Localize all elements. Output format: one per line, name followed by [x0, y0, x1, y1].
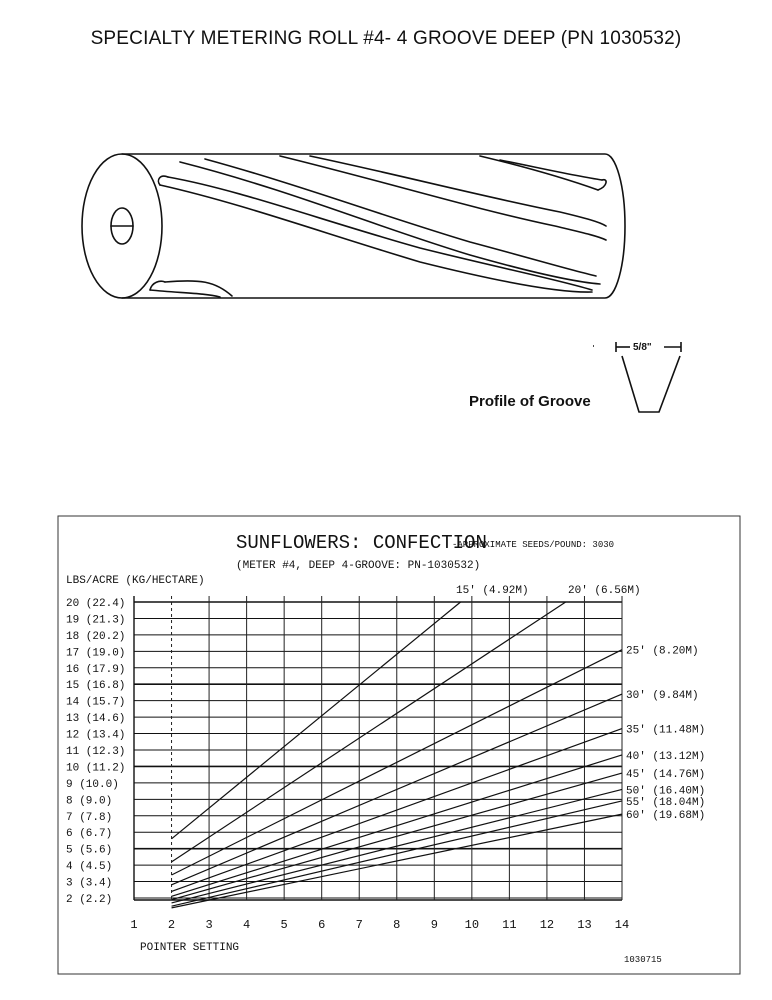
- series-label: 40' (13.12M): [626, 751, 705, 763]
- series-lines: [171, 601, 623, 909]
- x-tick-label: 9: [431, 918, 438, 932]
- roll-end-face: [81, 153, 163, 299]
- series-line: [171, 649, 623, 876]
- y-tick-label: 15 (16.8): [66, 680, 125, 692]
- series-label: 25' (8.20M): [626, 646, 699, 658]
- x-tick-label: 13: [577, 918, 591, 932]
- series-line: [171, 728, 623, 892]
- series-line: [171, 800, 623, 907]
- x-tick-label: 7: [356, 918, 363, 932]
- series-label: 20' (6.56M): [568, 585, 641, 597]
- x-tick-label: 4: [243, 918, 250, 932]
- x-axis-label: POINTER SETTING: [140, 942, 239, 954]
- page-title: SPECIALTY METERING ROLL #4- 4 GROOVE DEE…: [90, 28, 682, 49]
- y-tick-label: 16 (17.9): [66, 664, 125, 676]
- chart-title: SUNFLOWERS: CONFECTION: [236, 532, 487, 554]
- series-line: [171, 693, 623, 886]
- groove-profile-label: Profile of Groove: [469, 393, 591, 410]
- y-tick-label: 4 (4.5): [66, 861, 112, 873]
- series-label: 45' (14.76M): [626, 769, 705, 781]
- y-tick-label: 11 (12.3): [66, 746, 125, 758]
- series-label: 55' (18.04M): [626, 797, 705, 809]
- y-tick-label: 20 (22.4): [66, 598, 125, 610]
- y-tick-label: 7 (7.8): [66, 812, 112, 824]
- x-tick-label: 10: [465, 918, 479, 932]
- groove-2: [204, 158, 597, 277]
- series-labels: 15' (4.92M) 20' (6.56M) 25' (8.20M) 30' (9.…: [456, 585, 705, 822]
- figure-id: 1030715: [624, 955, 662, 965]
- y-tick-label: 10 (11.2): [66, 762, 125, 774]
- chart-subtitle: (METER #4, DEEP 4-GROOVE: PN-1030532): [236, 560, 480, 572]
- series-line: [171, 813, 623, 909]
- y-tick-label: 13 (14.6): [66, 713, 125, 725]
- series-label: 35' (11.48M): [626, 725, 705, 737]
- series-label: 50' (16.40M): [626, 785, 705, 797]
- groove-1: [167, 176, 593, 291]
- y-tick-label: 17 (19.0): [66, 647, 125, 659]
- y-tick-label: 9 (10.0): [66, 779, 119, 791]
- x-tick-label: 12: [540, 918, 554, 932]
- y-axis-label: LBS/ACRE (KG/HECTARE): [66, 575, 205, 587]
- chart-border: [57, 515, 741, 975]
- series-line: [171, 772, 623, 901]
- y-tick-labels: 20 (22.4) 19 (21.3) 18 (20.2) 17 (19.0) 16 (…: [66, 598, 125, 906]
- groove-5: [499, 159, 603, 181]
- series-line: [171, 601, 461, 840]
- series-line: [171, 601, 567, 863]
- y-tick-label: 8 (9.0): [66, 795, 112, 807]
- x-tick-label: 2: [168, 918, 175, 932]
- y-tick-label: 5 (5.6): [66, 845, 112, 857]
- x-tick-label: 3: [205, 918, 212, 932]
- y-tick-label: 3 (3.4): [66, 878, 112, 890]
- y-tick-label: 18 (20.2): [66, 631, 125, 643]
- y-tick-label: 6 (6.7): [66, 828, 112, 840]
- x-tick-label: 11: [502, 918, 516, 932]
- series-label: 30' (9.84M): [626, 690, 699, 702]
- x-tick-label: 5: [281, 918, 288, 932]
- y-tick-label: 12 (13.4): [66, 730, 125, 742]
- x-tick-label: 1: [130, 918, 137, 932]
- chart-title-note: -APPROXIMATE SEEDS/POUND: 3030: [452, 540, 614, 550]
- y-tick-label: 14 (15.7): [66, 697, 125, 709]
- chart-grid: [133, 596, 623, 901]
- x-tick-label: 8: [393, 918, 400, 932]
- series-label: 60' (19.68M): [626, 810, 705, 822]
- groove-profile: [593, 342, 682, 413]
- series-label: 15' (4.92M): [456, 585, 529, 597]
- y-tick-label: 2 (2.2): [66, 894, 112, 906]
- x-tick-label: 6: [318, 918, 325, 932]
- metering-roll-illustration: [81, 153, 682, 413]
- groove-4: [164, 280, 233, 297]
- series-line: [171, 754, 623, 897]
- x-tick-label: 14: [615, 918, 629, 932]
- series-line: [171, 788, 623, 904]
- y-tick-label: 19 (21.3): [66, 614, 125, 626]
- groove-3: [309, 155, 607, 227]
- roll-body: [121, 153, 626, 299]
- groove-width-label: 5/8": [633, 342, 652, 353]
